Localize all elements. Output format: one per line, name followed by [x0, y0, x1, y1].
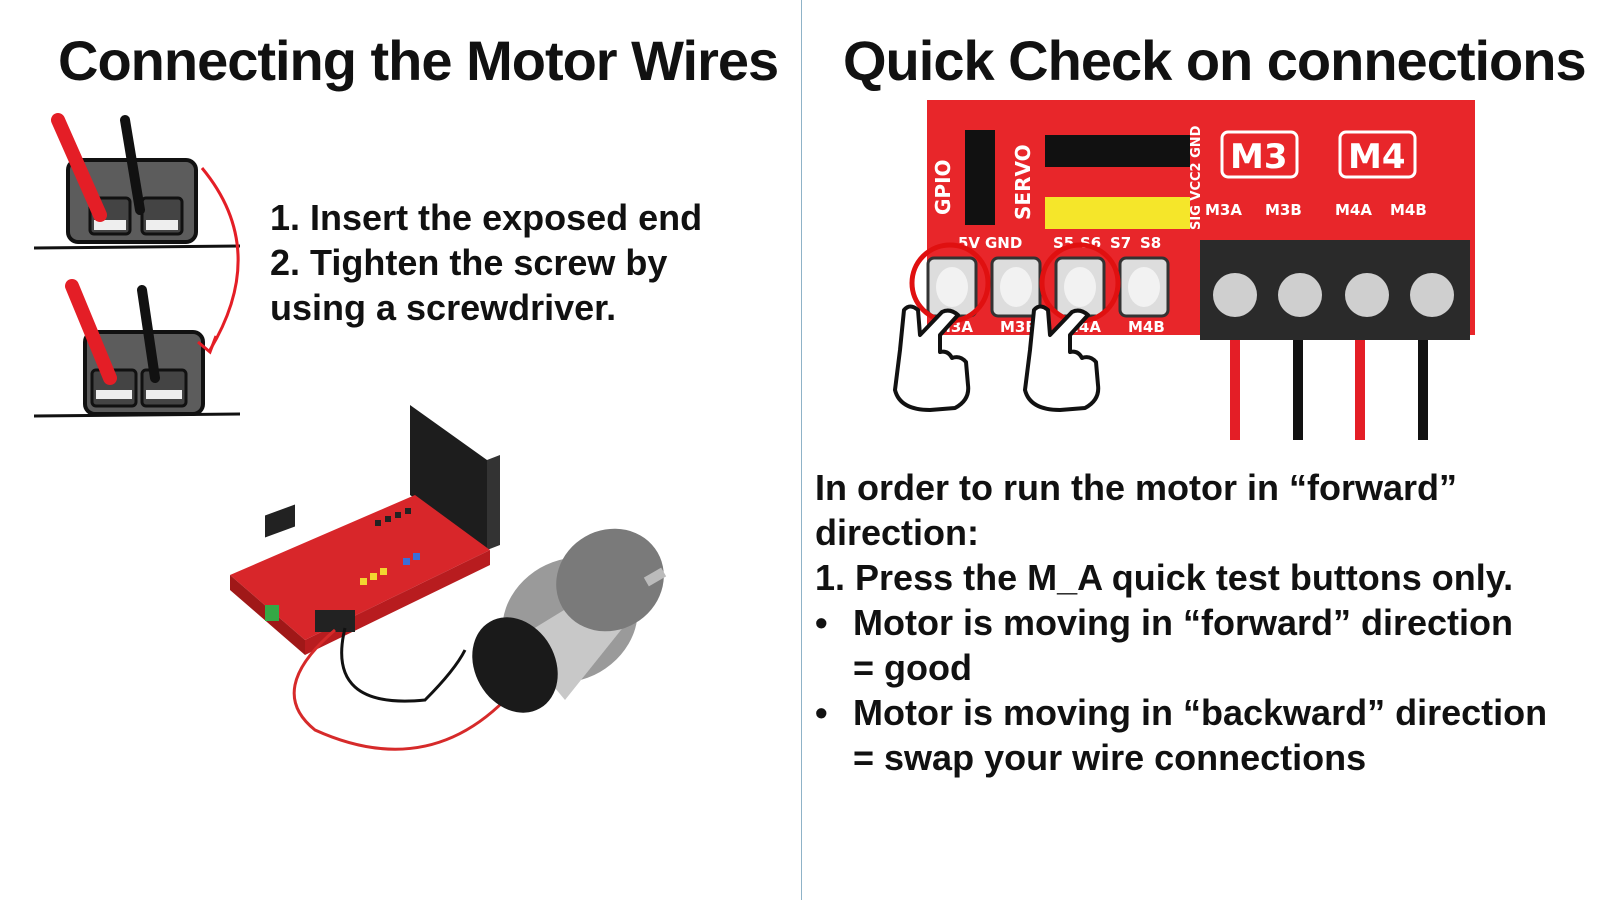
- step-2-cont: using a screwdriver.: [270, 287, 617, 328]
- panel-divider: [801, 0, 802, 900]
- bullet-backward: • Motor is moving in “backward” directio…: [815, 690, 1595, 780]
- terminal-block-bottom: [33, 279, 241, 418]
- step-2: 2. Tighten the screw by: [270, 242, 668, 283]
- step-1: 1. Insert the exposed end: [270, 197, 703, 238]
- bullet-forward-line-1: Motor is moving in “forward” direction: [853, 602, 1514, 643]
- wiring-steps: 1. Insert the exposed end 2. Tighten the…: [270, 195, 702, 330]
- m3-label: M3: [1230, 137, 1288, 177]
- instructions: In order to run the motor in “forward” d…: [815, 465, 1595, 780]
- curved-arrow-icon: [200, 167, 240, 351]
- bullet-backward-line-2: = swap your wire connections: [853, 737, 1367, 778]
- bullet-backward-line-1: Motor is moving in “backward” direction: [853, 692, 1548, 733]
- led-label-m4a: M4A: [1335, 201, 1372, 219]
- pin-label-s7: S7: [1110, 234, 1131, 252]
- gpio-label: GPIO: [931, 159, 955, 215]
- button-label-m3b: M3B: [1000, 318, 1037, 336]
- intro-line-1: In order to run the motor in “forward”: [815, 467, 1457, 508]
- wire-m4b: [1418, 340, 1428, 440]
- led-label-m4b: M4B: [1390, 201, 1427, 219]
- servo-header: [1045, 135, 1190, 229]
- led-label-m3b: M3B: [1265, 201, 1302, 219]
- terminal-illustration: [33, 113, 241, 418]
- dc-motor: [472, 528, 667, 713]
- bullet-forward-line-2: = good: [853, 647, 972, 688]
- wire-m3a: [1230, 340, 1240, 440]
- intro-line-2: direction:: [815, 512, 980, 553]
- left-title: Connecting the Motor Wires: [58, 29, 779, 92]
- pin-label-s8: S8: [1140, 234, 1161, 252]
- bullet-dot: •: [815, 692, 828, 733]
- pointing-hand-icon: [893, 304, 971, 412]
- bullet-forward: • Motor is moving in “forward” direction…: [815, 600, 1595, 690]
- motor-board-photo: [230, 405, 667, 751]
- step-press-buttons: 1. Press the M_A quick test buttons only…: [815, 557, 1514, 598]
- led-label-m3a: M3A: [1205, 201, 1242, 219]
- gpio-header: [965, 130, 995, 225]
- right-title: Quick Check on connections: [843, 29, 1587, 92]
- pointing-hand-icon: [1023, 304, 1101, 412]
- motor-terminal-block: [1200, 240, 1470, 340]
- bullet-dot: •: [815, 602, 828, 643]
- motor-label-boxes: M3 M4: [1220, 130, 1417, 179]
- test-buttons: [926, 256, 1170, 318]
- servo-label: SERVO: [1011, 144, 1035, 220]
- wire-m3b: [1293, 340, 1303, 440]
- sig-vcc-gnd-label: SIG VCC2 GND: [1189, 125, 1204, 230]
- board-closeup: GPIO SERVO SIG VCC2 GND M3 M4 M3A M3B M4…: [893, 100, 1475, 440]
- wire-m4a: [1355, 340, 1365, 440]
- m4-label: M4: [1348, 137, 1406, 177]
- pin-label-gnd: GND: [985, 234, 1022, 252]
- terminal-block-top: [33, 113, 241, 250]
- button-label-m4b: M4B: [1128, 318, 1165, 336]
